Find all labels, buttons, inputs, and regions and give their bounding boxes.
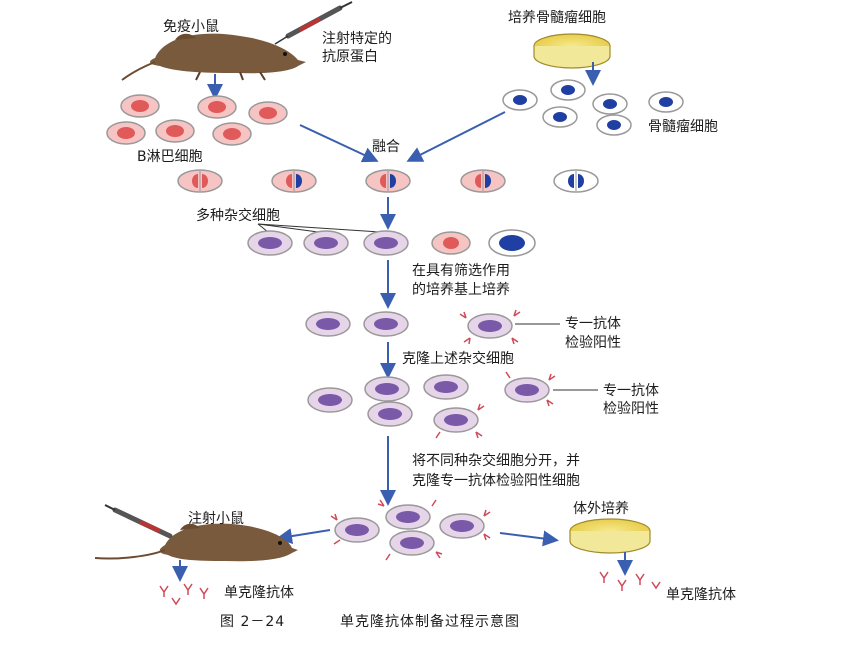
label-inject-mouse: 注射小鼠 — [188, 511, 244, 527]
myeloma-cell — [648, 91, 684, 113]
label-fusion: 融合 — [372, 139, 400, 155]
label-in-vitro-culture: 体外培养 — [573, 501, 629, 517]
myeloma-cell — [502, 89, 538, 111]
b-cell — [106, 121, 146, 145]
b-cell — [120, 94, 160, 118]
arrow-bcells-to-fusion — [299, 124, 379, 163]
arrow-to-inject-mouse — [276, 528, 331, 545]
myeloma-cell-group — [502, 79, 684, 136]
hybrid-cell — [423, 374, 469, 400]
label-culture-myeloma: 培养骨髓瘤细胞 — [508, 10, 606, 26]
in-vitro-dish-icon — [569, 518, 651, 554]
label-inject-antigen-1: 注射特定的 — [322, 31, 392, 47]
hybrid-cell — [305, 311, 351, 337]
label-immunized-mouse: 免疫小鼠 — [163, 19, 219, 35]
label-myeloma-cell: 骨髓瘤细胞 — [648, 119, 718, 135]
antibody-positive-cell — [459, 309, 521, 345]
label-b-lymphocyte: B淋巴细胞 — [137, 149, 203, 165]
hybrid-cells-row — [247, 223, 536, 257]
label-antibody-test-1a: 专一抗体 — [565, 316, 621, 332]
hybrid-cell — [364, 376, 410, 402]
antibodies-left-icon — [159, 583, 209, 606]
myeloma-cell — [542, 106, 578, 128]
injected-mouse-icon — [94, 523, 298, 562]
b-cell — [155, 119, 195, 143]
fused-pair-mm — [553, 169, 599, 193]
fused-pair-bm — [365, 169, 411, 193]
immunized-mouse-icon — [121, 33, 306, 81]
label-monoclonal-antibody-left: 单克隆抗体 — [224, 585, 294, 601]
antibody-positive-cell — [389, 530, 435, 556]
syringe-top-icon — [274, 1, 353, 45]
antibody-positive-cell — [504, 371, 556, 407]
label-antibody-test-1b: 检验阳性 — [565, 335, 621, 351]
antibody-positive-cell — [334, 517, 380, 543]
myeloma-culture-dish-icon — [533, 33, 611, 69]
positive-clones-cluster — [330, 499, 491, 561]
hybrid-cell — [363, 230, 409, 256]
label-selective-medium-2: 的培养基上培养 — [412, 282, 510, 298]
b-lymphocyte-group — [106, 94, 288, 146]
myeloma-cell — [596, 114, 632, 136]
syringe-bottom-icon — [104, 504, 173, 539]
label-selective-medium-1: 在具有筛选作用 — [412, 263, 510, 279]
fused-pair-bb — [177, 169, 223, 193]
fused-pairs-row — [177, 169, 599, 193]
myeloma-cell-leftover — [488, 229, 536, 257]
antibody-positive-cell — [385, 504, 431, 530]
fused-pair-mb — [460, 169, 506, 193]
hybrid-cell — [363, 311, 409, 337]
label-separate-2: 克隆专一抗体检验阳性细胞 — [412, 473, 580, 489]
selected-hybrids-row — [305, 309, 560, 345]
arrow-myeloma-to-fusion — [406, 111, 506, 162]
label-separate-1: 将不同种杂交细胞分开，并 — [412, 453, 580, 469]
figure-number: 图 2－24 — [220, 614, 286, 630]
label-antibody-test-2a: 专一抗体 — [603, 383, 659, 399]
figure-title: 单克隆抗体制备过程示意图 — [340, 614, 520, 630]
antibodies-right-icon — [599, 571, 661, 591]
antibody-positive-cell — [439, 513, 485, 539]
b-cell-leftover — [431, 231, 471, 255]
b-cell — [197, 95, 237, 119]
label-clone-hybrids: 克隆上述杂交细胞 — [402, 351, 514, 367]
fused-pair-bm — [271, 169, 317, 193]
myeloma-cell — [550, 79, 586, 101]
arrow-to-in-vitro — [499, 530, 559, 547]
b-cell — [248, 101, 288, 125]
label-antibody-test-2b: 检验阳性 — [603, 401, 659, 417]
label-hybrid-cells: 多种杂交细胞 — [196, 208, 280, 224]
b-cell — [212, 122, 252, 146]
hybrid-cell — [307, 387, 353, 413]
hybrid-cell — [247, 230, 293, 256]
myeloma-cell — [592, 93, 628, 115]
hybrid-cell — [367, 401, 413, 427]
antibody-positive-cell — [433, 403, 485, 439]
hybrid-cell — [303, 230, 349, 256]
cloned-hybrids-cluster — [307, 371, 598, 439]
label-monoclonal-antibody-right: 单克隆抗体 — [666, 587, 736, 603]
label-inject-antigen-2: 抗原蛋白 — [322, 49, 378, 65]
